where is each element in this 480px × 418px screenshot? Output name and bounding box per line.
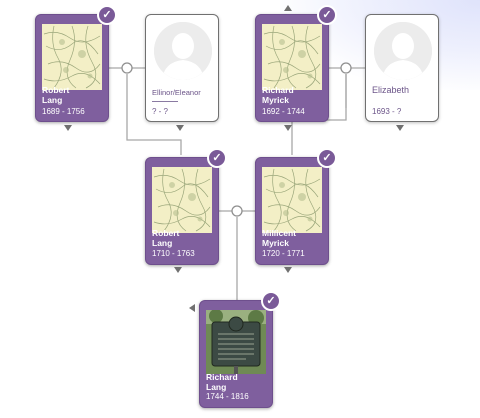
person-photo-map: [262, 167, 322, 233]
person-card-millicent-myrick[interactable]: Millicent Myrick 1720 - 1771: [255, 157, 329, 265]
expand-descendants-arrow-icon[interactable]: [64, 125, 72, 131]
person-dates: 1689 - 1756: [42, 107, 85, 116]
person-dates: 1720 - 1771: [262, 249, 305, 258]
expand-siblings-arrow-icon[interactable]: [189, 304, 195, 312]
silhouette-avatar-icon: [374, 22, 432, 80]
person-dates: 1744 - 1816: [206, 392, 249, 401]
divider: [152, 101, 178, 102]
verified-checkmark-icon: ✓: [261, 291, 281, 311]
union-circle-icon: [121, 62, 133, 74]
person-dates: 1710 - 1763: [152, 249, 195, 258]
person-card-robert-lang-1710[interactable]: Robert Lang 1710 - 1763: [145, 157, 219, 265]
expand-descendants-arrow-icon[interactable]: [284, 267, 292, 273]
verified-checkmark-icon: ✓: [317, 148, 337, 168]
person-name: Robert Lang: [152, 228, 180, 248]
expand-descendants-arrow-icon[interactable]: [174, 267, 182, 273]
person-name: Elizabeth: [372, 85, 410, 95]
verified-checkmark-icon: ✓: [207, 148, 227, 168]
expand-descendants-arrow-icon[interactable]: [284, 125, 292, 131]
person-dates: 1693 - ?: [372, 107, 402, 116]
person-card-elizabeth[interactable]: Elizabeth 1693 - ?: [365, 14, 439, 122]
person-card-robert-lang-1689[interactable]: Robert Lang 1689 - 1756: [35, 14, 109, 122]
expand-descendants-arrow-icon[interactable]: [396, 125, 404, 131]
person-name: Richard Myrick: [262, 85, 294, 105]
person-name: Robert Lang: [42, 85, 70, 105]
person-name: Richard Lang: [206, 372, 238, 392]
person-photo-map: [152, 167, 212, 233]
silhouette-avatar-icon: [154, 22, 212, 80]
union-circle-icon: [340, 62, 352, 74]
person-photo-map: [262, 24, 322, 90]
person-name: Ellinor/Eleanor: [152, 88, 201, 97]
expand-ancestors-arrow-icon[interactable]: [284, 5, 292, 11]
person-card-richard-myrick[interactable]: Richard Myrick 1692 - 1744: [255, 14, 329, 122]
person-name: Millicent Myrick: [262, 228, 297, 248]
person-card-ellinor-eleanor[interactable]: Ellinor/Eleanor ? - ?: [145, 14, 219, 122]
person-dates: ? - ?: [152, 107, 169, 116]
verified-checkmark-icon: ✓: [97, 5, 117, 25]
verified-checkmark-icon: ✓: [317, 5, 337, 25]
person-card-richard-lang-1744[interactable]: Richard Lang 1744 - 1816: [199, 300, 273, 408]
person-dates: 1692 - 1744: [262, 107, 305, 116]
union-circle-icon: [231, 205, 243, 217]
person-photo-map: [42, 24, 102, 90]
expand-descendants-arrow-icon[interactable]: [176, 125, 184, 131]
person-photo-historical-marker: [206, 310, 266, 374]
